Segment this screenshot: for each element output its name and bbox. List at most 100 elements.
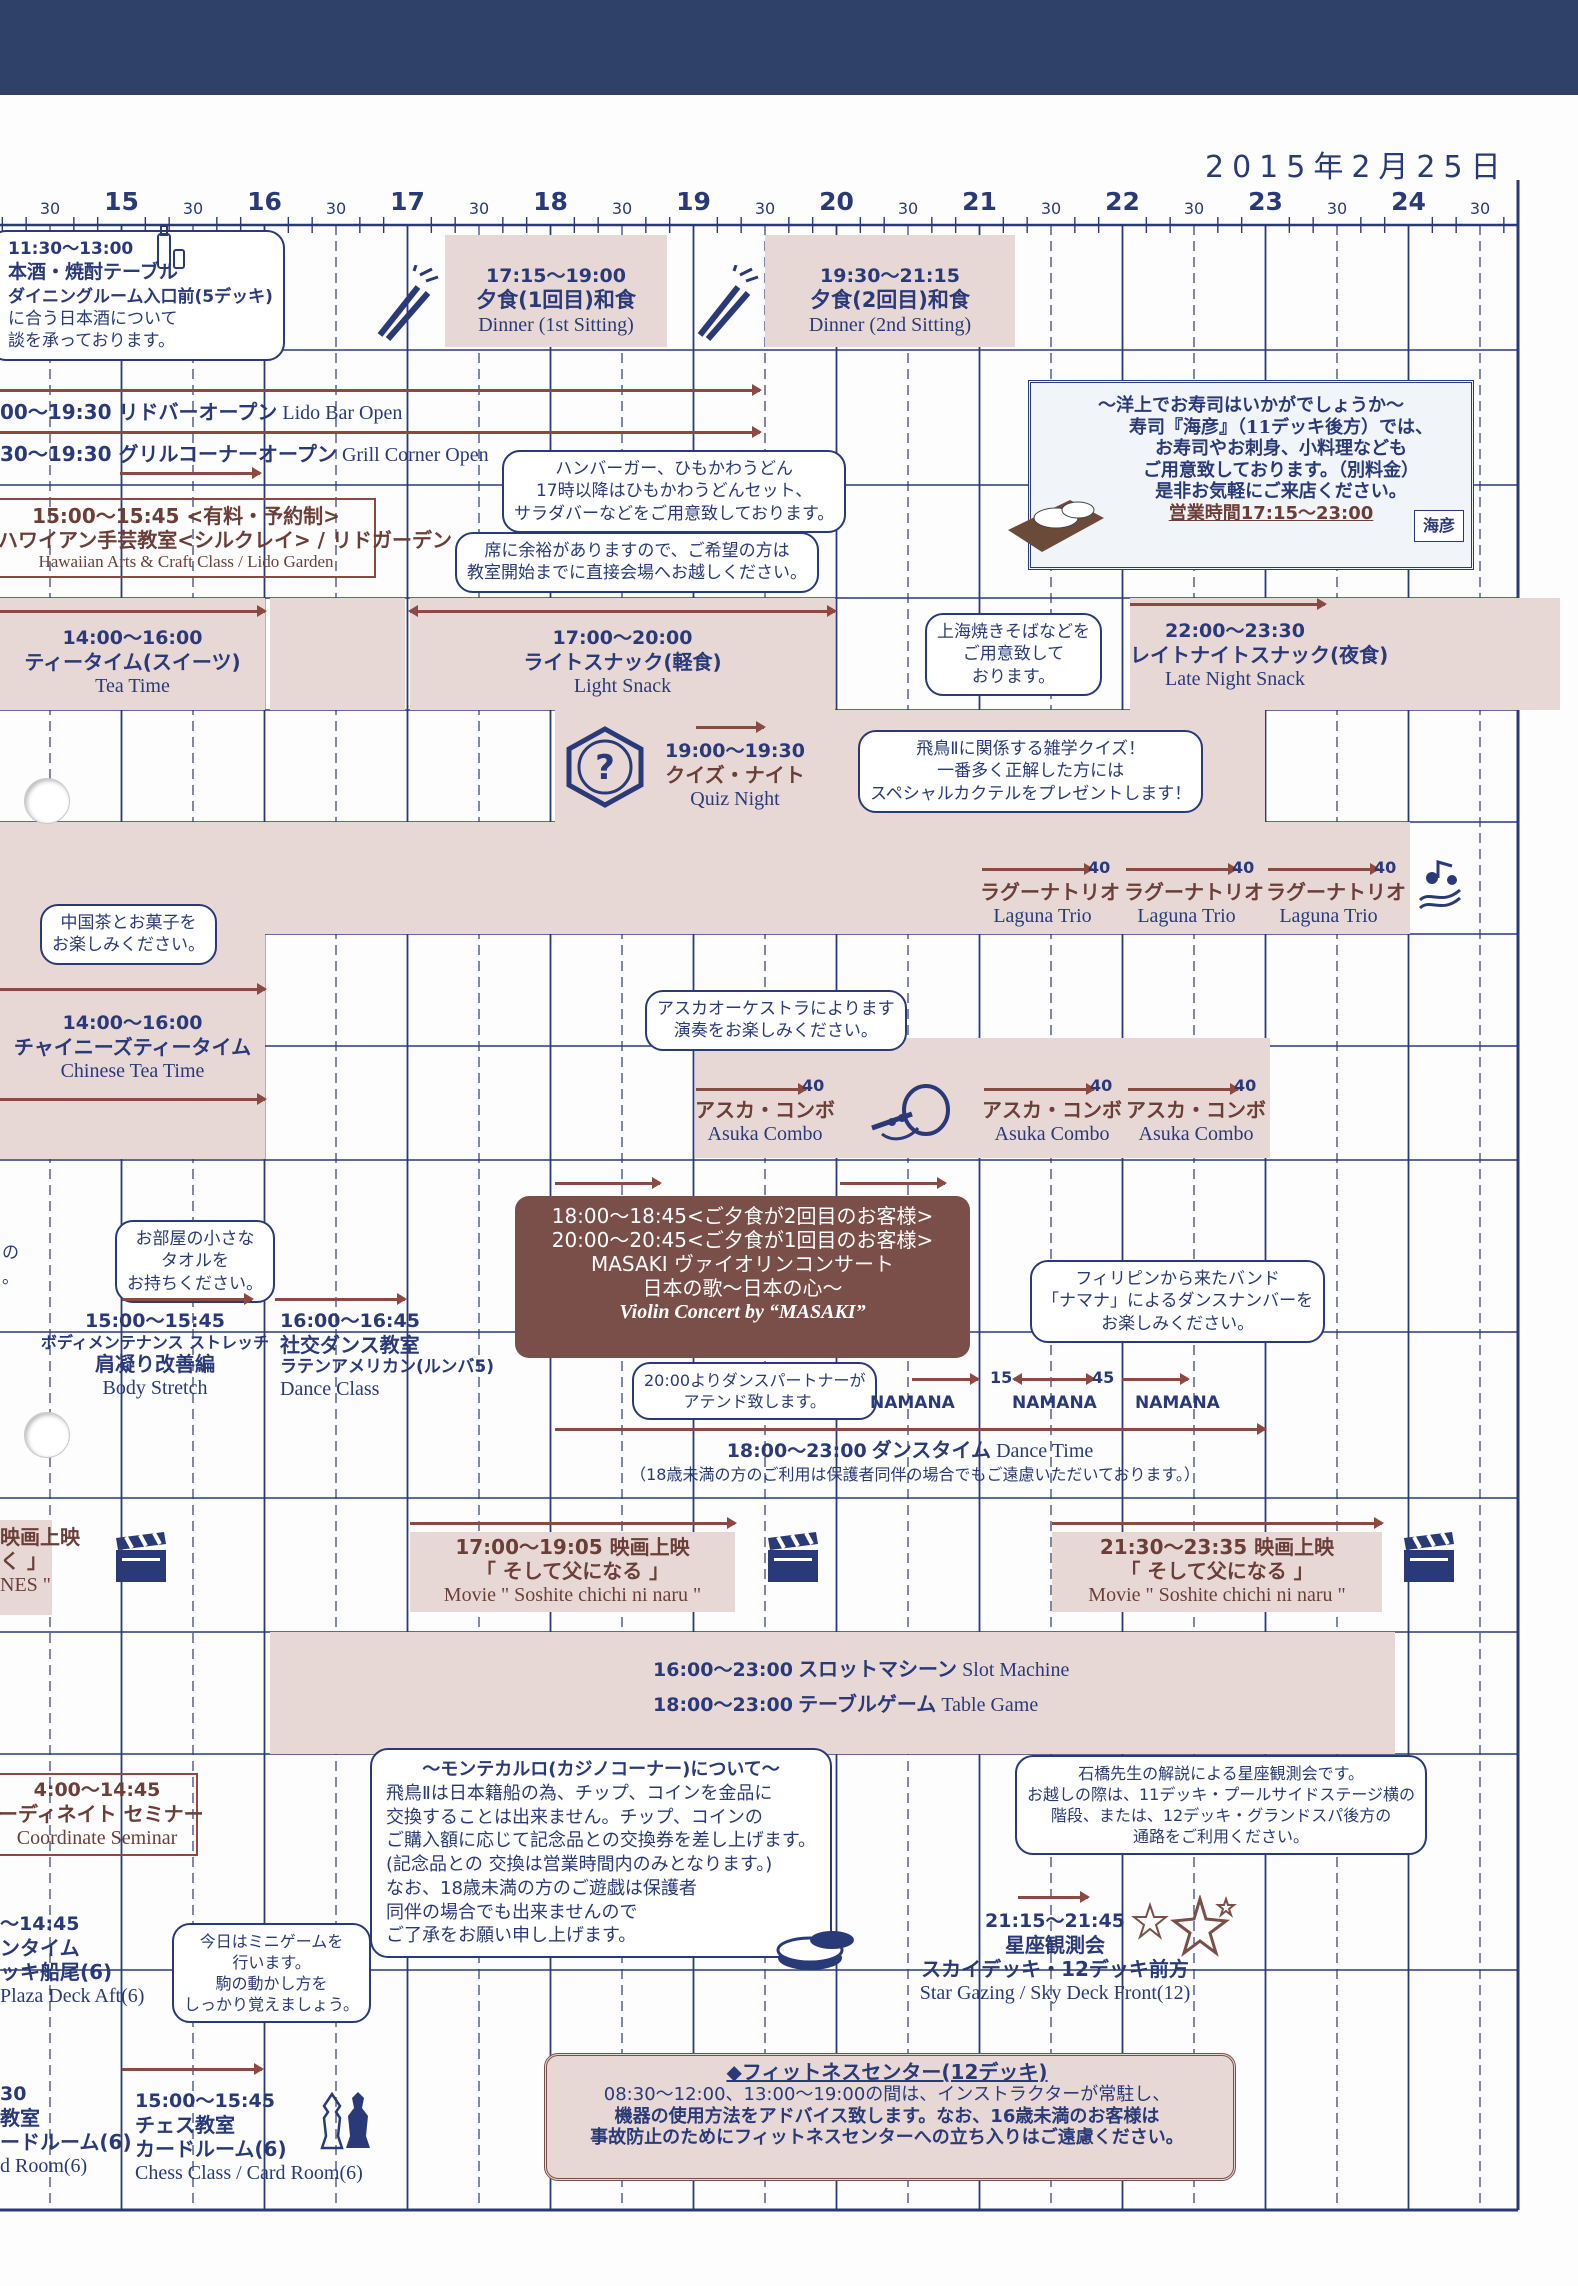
asuka-combo-arrow <box>696 1083 808 1095</box>
minigame-callout: 今日はミニゲームを 行います。 駒の動かし方を しっかり覚えましょう。 <box>172 1923 372 2024</box>
chinese-tea-note-2: お楽しみください。 <box>52 935 205 956</box>
band-callout: フィリピンから来たバンド 「ナマナ」によるダンスナンバーを お楽しみください。 <box>1030 1260 1326 1344</box>
timeline-label: 30 <box>1184 199 1204 218</box>
fitness-note-1: 08:30～12:00、13:00～19:00の間は、インストラクターが常駐し、 <box>603 2084 1171 2105</box>
sushi-line-2: 寿司『海彦』（11デッキ後方）では、 <box>1128 416 1434 438</box>
asuka-combo-minutes: 40 <box>802 1076 825 1095</box>
chess-pieces-icon <box>312 2088 374 2152</box>
timeline-label: 30 <box>755 199 775 218</box>
timeline-label: 30 <box>40 199 60 218</box>
social-dance-english: Dance Class <box>280 1378 380 1401</box>
chinese-tea-english: Chinese Tea Time <box>60 1059 205 1082</box>
social-dance-title: 社交ダンス教室 <box>280 1332 420 1357</box>
asuka-combo-english: Asuka Combo <box>994 1123 1110 1145</box>
quiz-time: 19:00～19:30 <box>665 740 805 762</box>
movie-1-arrow <box>410 1517 737 1529</box>
chinese-tea-callout: 中国茶とお菓子を お楽しみください。 <box>40 904 217 965</box>
dance-time-block: 18:00～23:00 ダンスタイム Dance Time <box>560 1438 1260 1463</box>
namana-label: NAMANA <box>1012 1393 1097 1413</box>
chinese-tea-arrow <box>0 983 267 995</box>
concert-time-2: 20:00～20:45<ご夕食が1回目のお客様> <box>551 1228 934 1252</box>
coordinate-time: 4:00～14:45 <box>33 1779 161 1801</box>
binder-hole <box>24 1412 70 1458</box>
lido-bar-english: Lido Bar Open <box>282 402 403 424</box>
plaza-deck-title: ンタイム <box>0 1935 80 1960</box>
dance-time-title: ダンスタイム <box>871 1438 991 1462</box>
stars-icon <box>1130 1895 1240 1965</box>
tea-time-arrow <box>0 605 267 617</box>
schedule-date: 2015年2月25日 <box>1205 150 1509 185</box>
timeline-label: 20 <box>819 187 854 216</box>
question-mark-icon: ? <box>563 725 647 809</box>
band-movie-left <box>0 1520 52 1615</box>
trumpet-icon <box>862 1078 954 1152</box>
table-game-block: 18:00～23:00 テーブルゲーム Table Game <box>653 1692 1038 1717</box>
band-movie-2 <box>1052 1532 1382 1612</box>
band-light-snack <box>410 598 835 710</box>
minigame-note-4: しっかり覚えましょう。 <box>184 1995 360 2015</box>
laguna-block: ラグーナトリオ Laguna Trio <box>1266 880 1406 928</box>
hamburger-note-1: ハンバーガー、ひもかわうどん <box>555 459 794 479</box>
asuka-combo-minutes: 40 <box>1234 1076 1257 1095</box>
movie-left-english: NES " <box>0 1574 51 1596</box>
dance-partner-note-1: 20:00よりダンスパートナーが <box>644 1371 866 1390</box>
timeline-label: 23 <box>1248 187 1283 216</box>
sake-note-1: に合う日本酒について <box>8 308 178 329</box>
laguna-minutes: 40 <box>1088 858 1111 877</box>
asuka-combo-minutes: 40 <box>1090 1076 1113 1095</box>
laguna-minutes: 40 <box>1374 858 1397 877</box>
asuka-combo-arrow <box>984 1083 1096 1095</box>
fitness-note-2: 機器の使用方法をアドバイス致します。なお、16歳未満のお客様は <box>614 2105 1160 2127</box>
asuka-combo-english: Asuka Combo <box>1138 1123 1254 1145</box>
band-chinese-tea <box>0 934 265 1159</box>
quiz-note-2: 一番多く正解した方には <box>937 761 1125 782</box>
quiz-note-3: スペシャルカクテルをプレゼントします！ <box>870 783 1192 804</box>
hawaiian-english: Hawaiian Arts & Craft Class / Lido Garde… <box>38 552 334 571</box>
seats-callout: 席に余裕がありますので、ご希望の方は 教室開始までに直接会場へお越しください。 <box>455 532 819 593</box>
sushi-logo: 海彦 <box>1414 510 1464 542</box>
star-gazing-location: スカイデッキ・12デッキ前方 <box>921 1956 1189 1981</box>
sake-location: ダイニングルーム入口前(5デッキ) <box>8 286 273 307</box>
movie-1-block: 17:00～19:05 映画上映 「 そして父になる 」 Movie " Sos… <box>410 1535 735 1607</box>
timeline-label: 30 <box>469 199 489 218</box>
timeline-label: 24 <box>1391 187 1426 216</box>
shanghai-note-3: おります。 <box>971 666 1056 687</box>
light-snack-arrow <box>408 605 837 617</box>
lido-bar-block: 00～19:30 リドバーオープン Lido Bar Open <box>0 400 402 425</box>
shanghai-callout: 上海焼きそばなどを ご用意致して おります。 <box>925 613 1102 697</box>
sake-note-2: 談を承っております。 <box>8 331 175 352</box>
seats-note-2: 教室開始までに直接会場へお越しください。 <box>467 563 807 584</box>
chess-title: チェス教室 <box>135 2112 235 2137</box>
asuka-combo-title: アスカ・コンボ <box>982 1098 1122 1122</box>
clapperboard-icon <box>112 1530 170 1586</box>
lido-bar-arrow <box>0 384 762 396</box>
late-snack-title: レイトナイトスナック(夜食) <box>1130 642 1389 667</box>
late-snack-block: 22:00～23:30 レイトナイトスナック(夜食) Late Night Sn… <box>1130 620 1389 691</box>
hawaiian-time: 15:00～15:45 <有料・予約制> <box>32 504 340 528</box>
laguna-arrow <box>982 863 1094 875</box>
plaza-deck-location: ッキ船尾(6) <box>0 1959 113 1984</box>
dinner-1-english: Dinner (1st Sitting) <box>478 313 634 336</box>
band-note-2: 「ナマナ」によるダンスナンバーを <box>1042 1291 1314 1312</box>
sushi-plate-icon <box>1000 470 1110 560</box>
card-room-left-title: 教室 <box>0 2105 40 2130</box>
casino-note-2: 交換することは出来ません。チップ、コインの <box>386 1806 763 1828</box>
timeline-label: 16 <box>247 187 282 216</box>
social-dance-arrow <box>275 1293 407 1305</box>
coordinate-block: 4:00～14:45 ーディネイト セミナー Coordinate Semina… <box>0 1773 204 1856</box>
movie-1-english: Movie " Soshite chichi ni naru " <box>443 1584 702 1606</box>
left-fragment: の <box>2 1243 19 1263</box>
hamburger-callout: ハンバーガー、ひもかわうどん 17時以降はひもかわうどんセット、 サラダバーなど… <box>502 450 847 534</box>
clapperboard-icon <box>1400 1530 1458 1586</box>
namana-arrow <box>1122 1373 1190 1385</box>
sushi-line-5: 是非お気軽にご来店ください。 <box>1155 481 1407 503</box>
casino-note-4: (記念品との 交換は営業時間内のみとなります。) <box>386 1854 773 1875</box>
star-note-4: 通路をご利用ください。 <box>1133 1827 1310 1847</box>
sushi-line-3: お寿司やお刺身、小料理なども <box>1155 438 1407 460</box>
seats-note-1: 席に余裕がありますので、ご希望の方は <box>484 541 790 561</box>
band-slot-machine <box>270 1632 1395 1754</box>
laguna-minutes: 40 <box>1232 858 1255 877</box>
star-gazing-callout: 石橋先生の解説による星座観測会です。 お越しの際は、11デッキ・プールサイドステ… <box>1015 1755 1428 1856</box>
timeline-label: 30 <box>183 199 203 218</box>
dance-time-note: （18歳未満の方のご利用は保護者同伴の場合でもご遠慮いただいております。） <box>630 1465 1200 1484</box>
